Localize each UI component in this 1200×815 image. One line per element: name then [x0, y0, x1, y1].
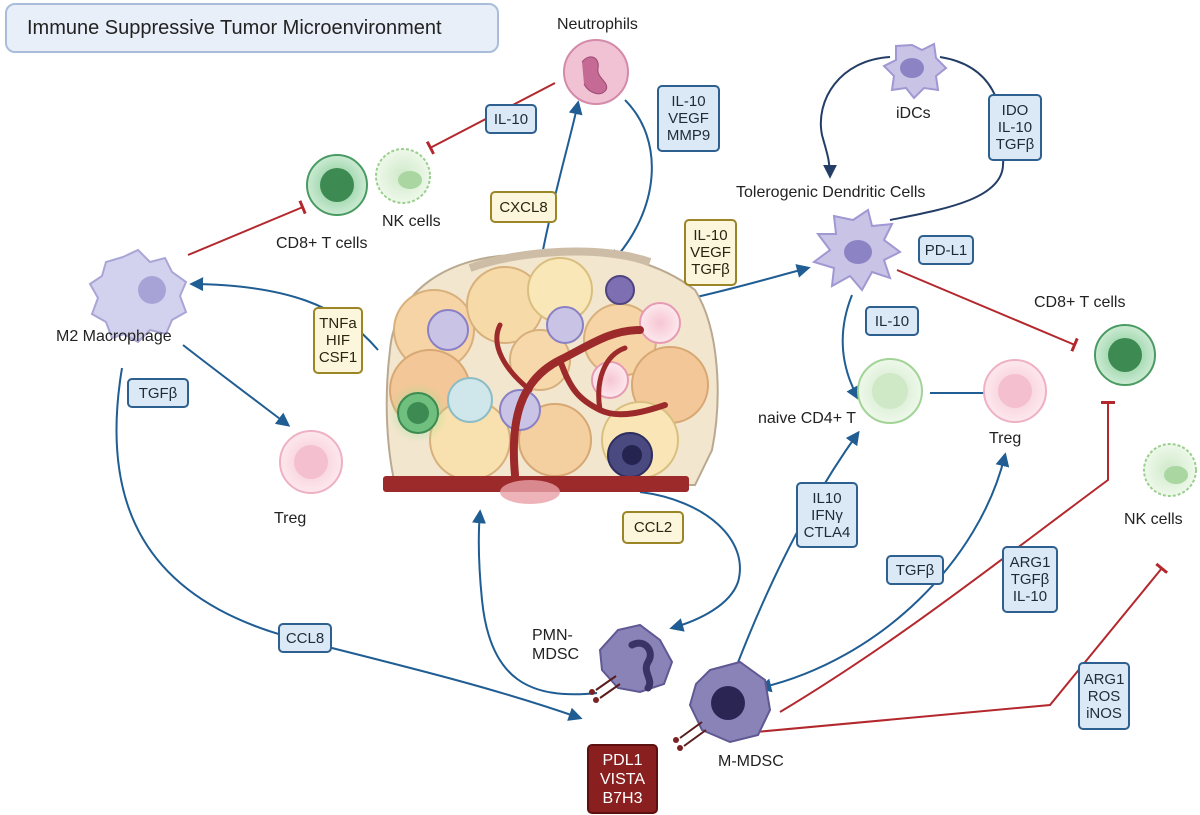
label-pmn-mdsc-line1: PMN-: [532, 627, 573, 644]
signal-text: CTLA4: [803, 523, 851, 541]
signal-text: IL-10: [693, 227, 728, 244]
label-treg-right: Treg: [989, 430, 1022, 447]
signal-box-cxcl8: CXCL8: [490, 191, 557, 223]
arrow-tumor-to-pmn: [639, 491, 741, 632]
signal-text: IFNγ: [811, 506, 843, 524]
nk-cell-top: [375, 148, 431, 204]
cd8-cell-top: [306, 154, 368, 216]
arrow-pmn-to-tumor: [472, 509, 598, 696]
signal-box-il10-dc: IL-10: [865, 306, 919, 336]
signal-text: IL-10: [874, 312, 910, 330]
arrow-mmdsc-to-cd4: [736, 430, 860, 666]
signal-box-tgfb-mmdsc: TGFβ: [886, 555, 944, 585]
arrow-m2-to-treg: [182, 344, 291, 427]
label-nk-cells-right: NK cells: [1124, 511, 1183, 528]
signal-text: VEGF: [690, 244, 731, 261]
signal-text: CCL8: [285, 629, 325, 647]
signal-box-il10-neutrophil: IL-10: [485, 104, 537, 134]
label-pmn-mdsc-line2: MDSC: [532, 646, 580, 663]
signal-box-cd4-signals: IL10 IFNγ CTLA4: [796, 482, 858, 548]
checkpoint-text: PDL1: [602, 751, 643, 769]
signal-box-ccl2: CCL2: [622, 511, 684, 544]
pmn-mdsc-cell: [589, 623, 674, 703]
arrow-neutrophils-to-tumor: [610, 99, 653, 265]
label-naive-cd4: naive CD4+ T: [758, 410, 856, 427]
arrow-tumor-to-m2: [189, 277, 379, 351]
signal-box-pd-l1: PD-L1: [918, 235, 974, 265]
idc-cell: [882, 42, 948, 100]
signal-box-macrophage-signals: TNFa HIF CSF1: [313, 307, 363, 374]
nk-cell-right: [1143, 443, 1197, 497]
signal-box-arg1-tgfb-il10: ARG1 TGFβ IL-10: [1002, 546, 1058, 613]
label-cd8-t-cells-right: CD8+ T cells: [1034, 294, 1126, 311]
signal-box-tumor-to-dc: IL-10 VEGF TGFβ: [684, 219, 737, 286]
label-m2-macrophage: M2 Macrophage: [56, 328, 172, 345]
signal-box-ccl8: CCL8: [278, 623, 332, 653]
activation-arrows: [115, 99, 1010, 721]
signal-text: IL-10: [1012, 588, 1048, 605]
signal-box-idc-secretion: IDO IL-10 TGFβ: [988, 94, 1042, 161]
m2-macrophage-cell: [88, 248, 188, 344]
signal-text: IL-10: [997, 119, 1033, 136]
signal-text: PD-L1: [924, 241, 968, 259]
signal-text: IDO: [1001, 102, 1029, 119]
signal-text: TGFβ: [138, 384, 178, 402]
treg-cell-right: [983, 359, 1047, 423]
checkpoint-text: VISTA: [599, 770, 646, 788]
signal-text: IL10: [812, 489, 842, 507]
inhibit-mmdsc-to-cd8: [779, 401, 1115, 713]
m-mdsc-cell: [673, 660, 772, 751]
treg-cell-left: [279, 430, 343, 494]
arrow-mmdsc-to-treg: [757, 452, 1010, 693]
checkpoint-text: B7H3: [602, 789, 643, 807]
inhibition-lines: [187, 82, 1169, 734]
label-treg-left: Treg: [274, 510, 307, 527]
signal-text: TGFβ: [995, 136, 1035, 153]
label-neutrophils: Neutrophils: [557, 16, 638, 33]
signal-text: IL-10: [493, 110, 529, 128]
signal-text: IL-10: [671, 93, 706, 110]
label-idcs: iDCs: [896, 105, 931, 122]
signal-text: ARG1: [1083, 670, 1125, 688]
diagram-title: Immune Suppressive Tumor Microenvironmen…: [5, 3, 499, 53]
naive-cd4-cell: [857, 358, 923, 424]
inhibit-m2-to-cd8: [187, 200, 307, 256]
signal-text: TGFβ: [895, 561, 935, 579]
signal-text: ROS: [1087, 687, 1121, 705]
signal-text: HIF: [325, 332, 351, 349]
label-m-mdsc: M-MDSC: [718, 753, 784, 770]
checkpoint-box-pdl1-vista-b7h3: PDL1 VISTA B7H3: [587, 744, 658, 814]
signal-text: MMP9: [666, 127, 711, 144]
arrow-idc-loop: [821, 56, 1005, 221]
signal-box-neutrophil-secretion: IL-10 VEGF MMP9: [657, 85, 720, 152]
tolerogenic-dc-cell: [811, 208, 902, 292]
inhibit-tdc-to-cd8: [896, 269, 1079, 352]
label-nk-cells-top: NK cells: [382, 213, 441, 230]
signal-box-tgfb-macrophage: TGFβ: [127, 378, 189, 408]
signal-text: CXCL8: [499, 198, 548, 216]
label-cd8-t-cells-left: CD8+ T cells: [276, 235, 368, 252]
signal-text: TNFa: [319, 315, 357, 332]
cd8-cell-right: [1094, 324, 1156, 386]
signal-text: VEGF: [668, 110, 709, 127]
signal-text: ARG1: [1009, 554, 1051, 571]
tumor-mass: [383, 247, 719, 504]
inhibit-mmdsc-to-nk: [744, 562, 1169, 734]
neutrophil-cell: [563, 39, 629, 105]
label-tolerogenic-dc: Tolerogenic Dendritic Cells: [736, 184, 926, 201]
signal-box-arg1-ros-inos: ARG1 ROS iNOS: [1078, 662, 1130, 730]
signal-text: CCL2: [633, 519, 673, 536]
signal-text: CSF1: [318, 349, 358, 366]
arrow-tumor-to-neutrophils: [542, 100, 583, 251]
signal-text: TGFβ: [1010, 571, 1050, 588]
arrow-tdc-to-cd4: [841, 294, 860, 401]
signal-text: TGFβ: [691, 261, 730, 278]
signal-text: iNOS: [1086, 704, 1122, 722]
